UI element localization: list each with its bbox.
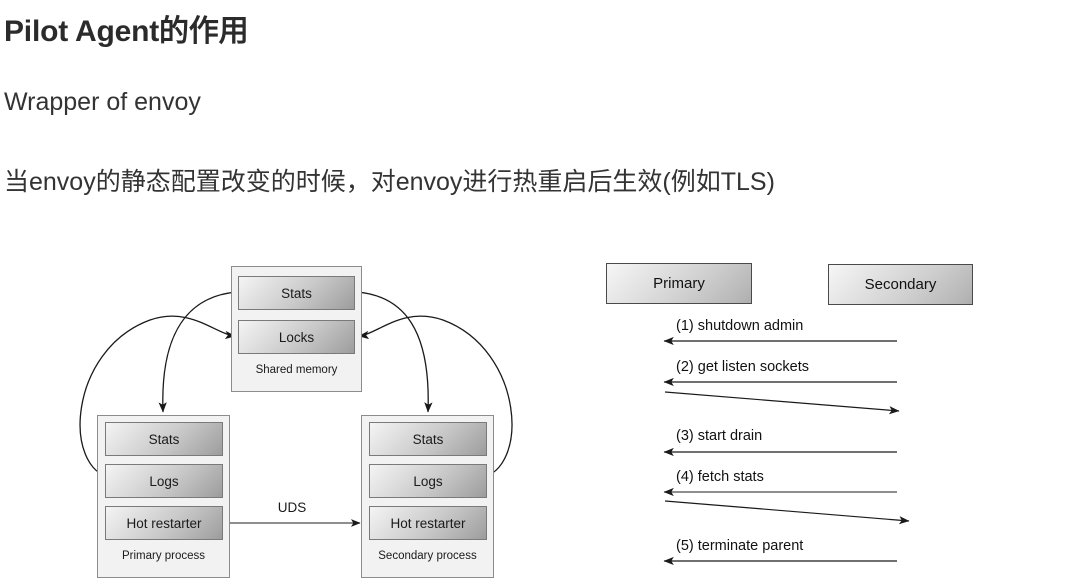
primary-process-box: Stats Logs Hot restarter Primary process xyxy=(97,415,230,578)
page-title: Pilot Agent的作用 xyxy=(4,15,249,48)
primary-block-logs: Logs xyxy=(105,464,223,498)
shared-memory-caption: Shared memory xyxy=(255,364,338,376)
sequence-arrow-diagonal-2 xyxy=(664,500,910,525)
sequence-arrow-diagonal-1 xyxy=(664,391,900,415)
sequence-actor-primary: Primary xyxy=(606,263,752,304)
sequence-message-label-3: (3) start drain xyxy=(676,428,763,444)
sequence-message-label-2: (2) get listen sockets xyxy=(676,359,809,375)
sequence-message-label-4: (4) fetch stats xyxy=(676,469,764,485)
primary-process-caption: Primary process xyxy=(121,550,206,562)
shared-memory-box: Stats Locks Shared memory xyxy=(231,266,362,392)
sequence-message-label-1: (1) shutdown admin xyxy=(676,318,804,334)
shared-memory-block-stats: Stats xyxy=(238,276,355,310)
sequence-message-label-5: (5) terminate parent xyxy=(676,538,804,554)
secondary-process-caption: Secondary process xyxy=(378,550,477,562)
secondary-block-hot-restarter: Hot restarter xyxy=(369,506,487,540)
secondary-block-stats: Stats xyxy=(369,422,487,456)
secondary-block-logs: Logs xyxy=(369,464,487,498)
subtitle-line-1: Wrapper of envoy xyxy=(4,88,201,116)
shared-memory-block-locks: Locks xyxy=(238,320,355,354)
uds-connection-label: UDS xyxy=(277,500,307,515)
primary-block-hot-restarter: Hot restarter xyxy=(105,506,223,540)
secondary-process-box: Stats Logs Hot restarter Secondary proce… xyxy=(361,415,494,578)
sequence-actor-secondary: Secondary xyxy=(828,264,973,305)
arrow-shared-stats-to-primary-stats xyxy=(158,291,238,413)
primary-block-stats: Stats xyxy=(105,422,223,456)
subtitle-line-2: 当envoy的静态配置改变的时候，对envoy进行热重启后生效(例如TLS) xyxy=(4,168,775,196)
arrow-shared-stats-to-secondary-stats xyxy=(356,291,433,413)
